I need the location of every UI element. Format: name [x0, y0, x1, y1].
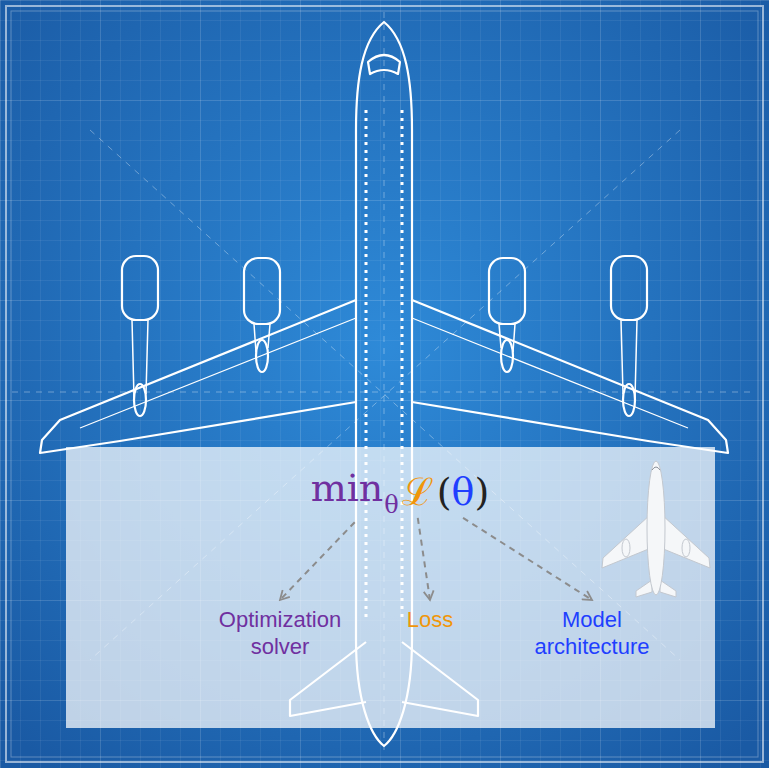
parameter-symbol: θ — [452, 472, 475, 514]
formula-term: (θ) — [437, 472, 490, 514]
dashed-arrow — [463, 518, 592, 600]
dashed-arrow — [418, 518, 430, 600]
operator-subscript: θ — [384, 492, 398, 518]
formula-term: ℒ — [402, 472, 434, 514]
operator-min: min — [311, 468, 384, 510]
overlay-panel — [66, 447, 715, 728]
airplane-photo — [602, 461, 710, 597]
paren: ) — [475, 472, 490, 514]
dashed-arrow — [280, 522, 355, 600]
guide-lines — [12, 12, 756, 756]
frame — [6, 6, 763, 762]
paren: ( — [437, 472, 452, 514]
formula-term: minθ — [311, 468, 399, 518]
component-label-box: Loss — [380, 606, 480, 633]
component-label-box: Model architecture — [517, 606, 667, 660]
component-label: Optimization solver — [200, 606, 360, 660]
component-label-box: Optimization solver — [200, 606, 360, 660]
frame — [11, 11, 758, 757]
loss-symbol: ℒ — [402, 472, 434, 514]
component-label: Model architecture — [517, 606, 667, 660]
component-label: Loss — [380, 606, 480, 633]
airplane-outline — [40, 22, 728, 746]
